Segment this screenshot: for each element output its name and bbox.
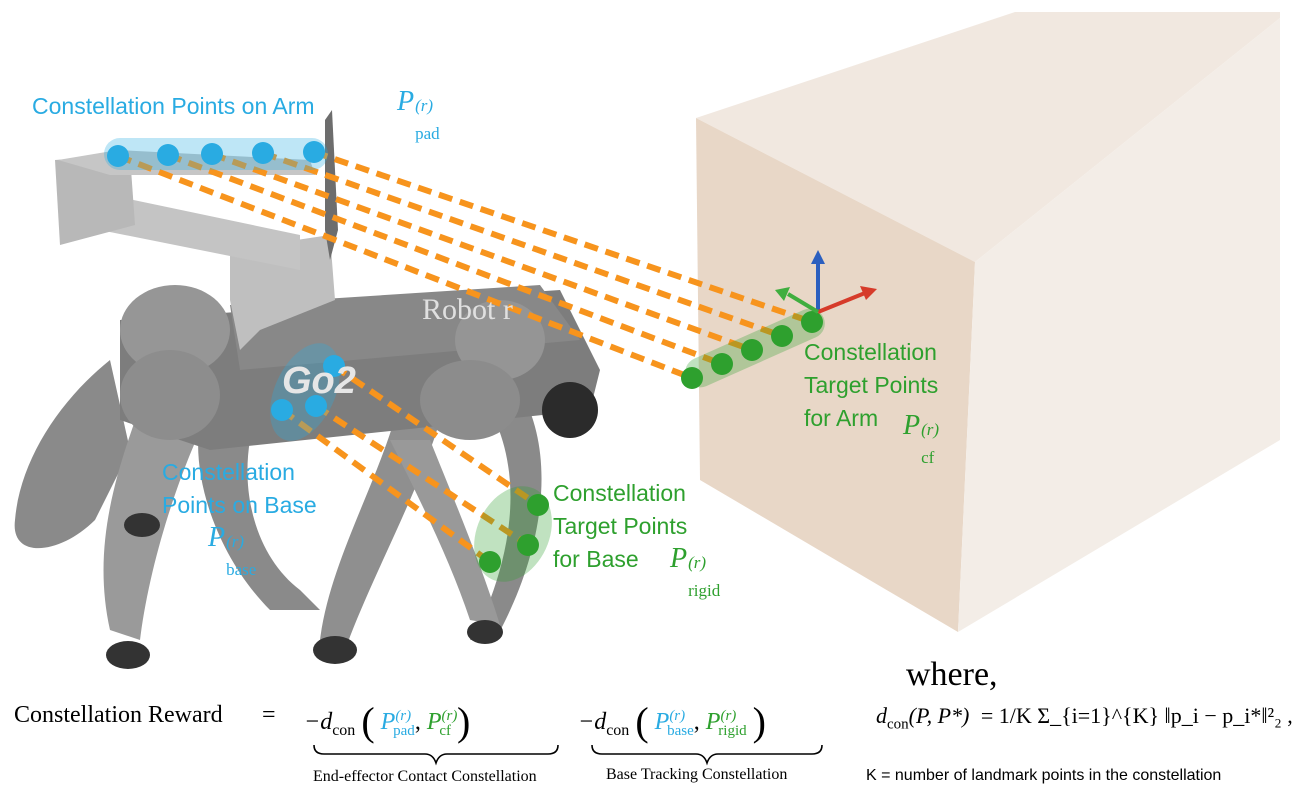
base-source-point bbox=[305, 395, 327, 417]
target-base-label-line2: Target Points bbox=[553, 513, 688, 539]
formula-lhs: d bbox=[876, 703, 887, 728]
arm-target-point bbox=[711, 353, 733, 375]
robot-logo: Go2 bbox=[282, 360, 356, 402]
arm-target-point bbox=[801, 311, 823, 333]
base-source-point bbox=[323, 355, 345, 377]
target-base-label-line1: Constellation bbox=[553, 480, 686, 506]
box-right-face bbox=[958, 18, 1280, 632]
box-front-face bbox=[696, 118, 975, 632]
target-box bbox=[696, 12, 1280, 632]
term2-underbrace-label: Base Tracking Constellation bbox=[606, 766, 788, 783]
equation-term1: −dcon ( P(r)pad, P(r)cf ) bbox=[304, 699, 471, 744]
base-correspondence-lines bbox=[280, 363, 540, 565]
underbrace-1 bbox=[313, 744, 559, 766]
term2-prefix: −d bbox=[578, 709, 607, 735]
underbraces bbox=[313, 744, 823, 766]
base-source-constellation bbox=[270, 343, 345, 441]
target-base-label-line3: for Base bbox=[553, 546, 639, 572]
target-arm-label-line1: Constellation bbox=[804, 339, 937, 365]
term1-prefix: −d bbox=[304, 709, 333, 735]
term1-underbrace-label: End-effector Contact Constellation bbox=[313, 768, 537, 785]
definition-formula: dcon(P, P*) = 1/K Σ_{i=1}^{K} ‖p_i − p_i… bbox=[876, 703, 1293, 733]
robot-body bbox=[14, 110, 600, 669]
formula-lhs-args: (P, P*) bbox=[908, 703, 970, 728]
arm-target-constellation bbox=[681, 308, 825, 389]
arm-source-point bbox=[201, 143, 223, 165]
arm-target-point bbox=[771, 325, 793, 347]
arm-target-point bbox=[681, 367, 703, 389]
formula-rhs: = 1/K Σ_{i=1}^{K} ‖p_i − p_i*‖²₂ , bbox=[980, 703, 1293, 728]
term1-sub: con bbox=[332, 721, 356, 739]
arm-source-constellation bbox=[104, 138, 328, 170]
term2-sub: con bbox=[606, 721, 630, 739]
arm-points-symbol: P(r)pad bbox=[397, 86, 440, 143]
arm-source-point bbox=[303, 141, 325, 163]
definition-note: K = number of landmark points in the con… bbox=[866, 767, 1222, 784]
arm-source-point bbox=[107, 145, 129, 167]
target-arm-label-line2: Target Points bbox=[804, 372, 939, 398]
formula-lhs-sub: con bbox=[887, 716, 909, 733]
underbrace-2 bbox=[591, 744, 823, 766]
box-top-face bbox=[696, 12, 1280, 262]
arm-target-point bbox=[741, 339, 763, 361]
equation-term2: −dcon ( P(r)base, P(r)rigid ) bbox=[578, 699, 766, 744]
base-points-label-line2: Points on Base bbox=[162, 492, 317, 518]
target-base-symbol: P(r)rigid bbox=[670, 543, 721, 600]
base-target-point bbox=[527, 494, 549, 516]
target-arm-label-line3: for Arm bbox=[804, 405, 879, 431]
target-frame-axes bbox=[775, 250, 877, 314]
where-label: where, bbox=[906, 656, 998, 693]
equation-equals: = bbox=[262, 702, 276, 728]
base-source-point bbox=[271, 399, 293, 421]
base-points-symbol: P(r)base bbox=[208, 522, 257, 579]
base-target-constellation bbox=[474, 486, 552, 582]
arm-source-point bbox=[252, 142, 274, 164]
base-target-point bbox=[517, 534, 539, 556]
arm-points-label: Constellation Points on Arm bbox=[32, 93, 315, 119]
robot-name: Robot r bbox=[422, 293, 513, 326]
target-arm-symbol: P(r)cf bbox=[903, 410, 940, 467]
base-points-label-line1: Constellation bbox=[162, 459, 295, 485]
arm-correspondence-lines bbox=[116, 149, 813, 381]
arm-source-point bbox=[157, 144, 179, 166]
equation-lhs: Constellation Reward bbox=[14, 702, 223, 728]
base-target-point bbox=[479, 551, 501, 573]
